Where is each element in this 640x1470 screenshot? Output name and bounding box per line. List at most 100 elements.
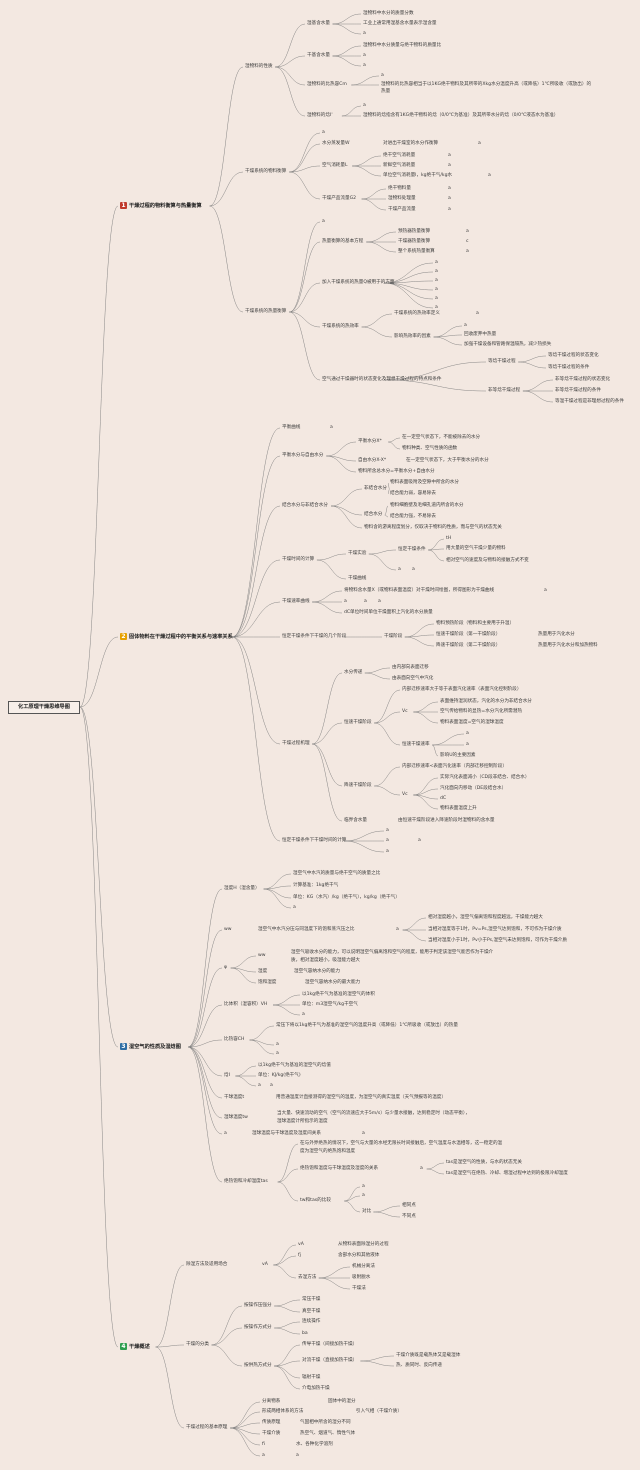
node-t[interactable]: 常压下将以1kg绝干气为基准的湿空气的温度升高（或降低）1℃所吸收（或放出）的热…: [276, 1023, 458, 1028]
node-t[interactable]: tas是湿空气在绝热、冷却、增湿过程中达到的极限冷却温度: [446, 1171, 568, 1176]
node-t[interactable]: 降速干燥阶段（第二干燥阶段）: [436, 643, 501, 648]
node-t[interactable]: 质，相对湿度越小，吸湿能力越大: [291, 958, 360, 963]
node-t[interactable]: a: [262, 1453, 265, 1458]
node-t[interactable]: a: [418, 838, 421, 843]
node-t[interactable]: a: [362, 1184, 365, 1189]
node-t[interactable]: vA: [298, 1242, 304, 1247]
node-air-consumption[interactable]: 空气消耗量L: [322, 163, 348, 168]
node-constant-conditions[interactable]: 恒定干燥条件: [398, 547, 426, 552]
node-wet-bulb[interactable]: 湿球温度tw: [224, 1115, 248, 1120]
node-t[interactable]: 形成两相体系的方法: [262, 1409, 304, 1414]
node-t[interactable]: a: [364, 599, 367, 604]
node-t[interactable]: 相对空气的速度及与物料的接触方式不变: [446, 558, 529, 563]
node-t[interactable]: a: [448, 153, 451, 158]
node-t[interactable]: 在与外界绝热的情况下，空气与大量的水经无限长时间接触后，空气温度与水温相等，这一…: [300, 1141, 503, 1146]
node-t[interactable]: 热量用于汽化水分: [538, 632, 575, 637]
node-wet-basis-moisture[interactable]: 湿基含水量: [307, 21, 330, 26]
node-heat-equation[interactable]: 热量衡算的基本方程: [322, 239, 364, 244]
node-t[interactable]: 湿空气中水汽分压与同温度下的饱和蒸汽压之比: [258, 927, 355, 932]
node-t[interactable]: a: [344, 599, 347, 604]
node-t[interactable]: 内部迁移速率大于等于表面汽化速率（表面汽化控制阶段）: [402, 687, 522, 692]
node-t[interactable]: 用普通温度计直接测得的湿空气的温度，为湿空气的真实温度（天气预报等的温度）: [276, 1095, 446, 1100]
node-t[interactable]: 气固相中所含的湿分不同: [300, 1420, 351, 1425]
node-t[interactable]: 湿物料中水分质量与绝干物料的质量比: [363, 43, 442, 48]
node-t[interactable]: 对比: [362, 1209, 372, 1214]
node-product-flow[interactable]: 干燥产品流量G2: [322, 196, 357, 201]
node-t[interactable]: 空气传给物料的显热=水分汽化所需潜热: [440, 709, 522, 714]
node-t[interactable]: 干燥介质既是载热体又是载湿体: [396, 1353, 461, 1358]
node-t[interactable]: 干燥介质: [262, 1431, 281, 1436]
node-t[interactable]: a: [363, 31, 366, 36]
node-t[interactable]: 湿空气容纳水分的能力: [294, 969, 340, 974]
node-t[interactable]: 以1kg绝干气为基准的湿空气的焓值: [258, 1063, 331, 1068]
node-drying-mechanism[interactable]: 干燥过程机理: [282, 741, 310, 746]
node-t[interactable]: a: [322, 219, 325, 224]
node-t[interactable]: 单位：KJ/kg(绝干气): [258, 1073, 301, 1078]
node-t[interactable]: a: [276, 1051, 279, 1056]
node-t[interactable]: a: [293, 905, 296, 910]
node-t[interactable]: 结合能力强，不易除去: [390, 514, 436, 519]
node-t[interactable]: tH: [446, 536, 452, 541]
node-t[interactable]: 等温干燥过程是非理想过程的条件: [555, 399, 624, 404]
node-t[interactable]: a: [448, 196, 451, 201]
node-t[interactable]: a: [448, 163, 451, 168]
node-t[interactable]: a: [466, 731, 469, 736]
node-t[interactable]: 传导干燥（间接加热干燥）: [302, 1342, 358, 1347]
node-constant-rate[interactable]: 恒速干燥阶段: [344, 720, 372, 725]
node-t[interactable]: 单位空气消耗量l，kg绝干气/kg水: [383, 173, 453, 178]
node-t[interactable]: 含部水分和其他液体: [338, 1253, 380, 1258]
node-material-properties[interactable]: 湿物料的性质: [245, 64, 273, 69]
node-t[interactable]: 引入气相（干燥介质）: [356, 1409, 402, 1414]
node-t[interactable]: 由恒速干燥阶段进入降速阶段时湿物料的含水量: [398, 818, 495, 823]
node-heat-balance[interactable]: 干燥系统的热量衡算: [245, 309, 287, 314]
node-t[interactable]: 按操作压强分: [244, 1303, 272, 1308]
node-t[interactable]: 对流干燥（直接加热干燥）: [302, 1358, 358, 1363]
node-t[interactable]: a: [420, 1166, 423, 1171]
node-t[interactable]: 非等焓干燥过程的状态变化: [555, 377, 611, 382]
node-t[interactable]: 传质原理: [262, 1420, 281, 1425]
node-t[interactable]: 等焓干燥过程的条件: [548, 365, 590, 370]
node-t[interactable]: tas是湿空气的性质，与水的状态无关: [446, 1160, 522, 1165]
node-t[interactable]: 相同点: [402, 1203, 416, 1208]
node-enthalpy-i[interactable]: 焓I: [224, 1073, 230, 1078]
node-t[interactable]: a: [448, 186, 451, 191]
node-t[interactable]: 物料含的游离程度划分，仅取决于物料的性质，而与空气的状态无关: [364, 525, 502, 530]
node-t[interactable]: 物料表面温度上升: [440, 806, 477, 811]
node-t[interactable]: 整个系统热量衡算: [398, 249, 435, 254]
node-t[interactable]: a: [362, 1193, 365, 1198]
node-t[interactable]: ba: [302, 1331, 308, 1336]
node-enthalpy[interactable]: 湿物料的焓I': [307, 113, 333, 118]
node-equilibrium-free[interactable]: 平衡水分与自由水分: [282, 453, 324, 458]
node-t[interactable]: 单位时间单位干燥面积上汽化的水分质量: [350, 610, 433, 615]
node-t[interactable]: a: [363, 63, 366, 68]
node-t[interactable]: a: [466, 249, 469, 254]
node-t[interactable]: a: [276, 1042, 279, 1047]
node-t[interactable]: a: [435, 278, 438, 283]
node-t[interactable]: a: [435, 269, 438, 274]
node-t[interactable]: c: [466, 239, 469, 244]
node-free-moisture[interactable]: 自由水分X-X*: [358, 458, 387, 463]
node-relative-humidity[interactable]: ww: [224, 927, 232, 932]
node-specific-heat[interactable]: 湿物料的比热容Cm: [307, 82, 347, 87]
node-t[interactable]: 绝热饱和温度与干球温度及湿度的关系: [300, 1166, 379, 1171]
node-bound-unbound[interactable]: 结合水分与非结合水分: [282, 503, 328, 508]
node-t[interactable]: 饱和湿度: [258, 980, 277, 985]
node-t[interactable]: 干燥阶段: [384, 634, 403, 639]
node-t[interactable]: a: [363, 103, 366, 108]
node-t[interactable]: 影响U的主要因素: [440, 753, 476, 758]
node-t[interactable]: 加强干燥设备和管路保温隔热，减少热损失: [464, 342, 552, 347]
node-t[interactable]: 湿空气容纳水分的最大能力: [305, 980, 361, 985]
node-drying-stages[interactable]: 恒定干燥条件下干燥的几个阶段: [282, 634, 347, 639]
node-t[interactable]: 机械分离法: [352, 1264, 375, 1269]
node-dehumidify[interactable]: 除湿方法及适用场合: [186, 1262, 228, 1267]
node-t[interactable]: 湿物料中水分的质量分数: [363, 11, 414, 16]
node-t[interactable]: 辐射干燥: [302, 1375, 321, 1380]
node-t[interactable]: 湿球温度与干球温度及湿度间关系: [252, 1131, 321, 1136]
node-t[interactable]: 工业上通常用湿基含水量表示湿含量: [363, 21, 437, 26]
node-t[interactable]: 度为湿空气的绝热饱和温度: [300, 1149, 356, 1154]
node-t[interactable]: 用大量的空气干燥少量的物料: [446, 546, 506, 551]
node-heat-usage[interactable]: 加入干燥系统的热量Q被用于的方面: [322, 280, 395, 285]
node-unbound[interactable]: 非结合水分: [364, 486, 387, 491]
node-humidity[interactable]: 湿度H（湿含量）: [224, 886, 260, 891]
